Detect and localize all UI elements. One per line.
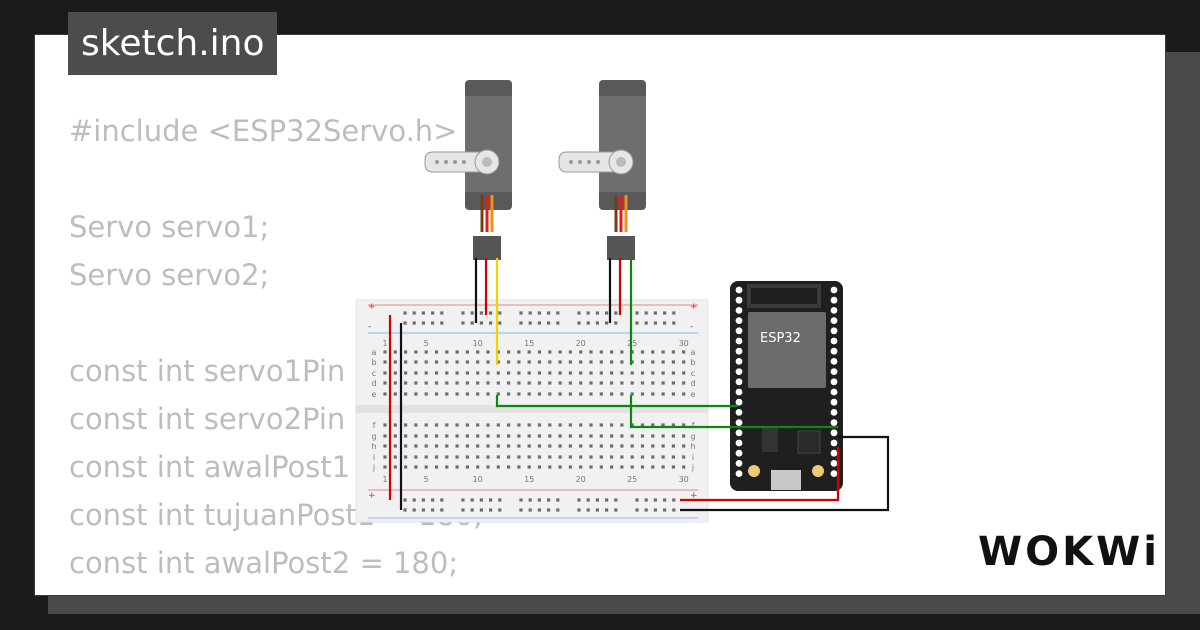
breadboard-row-label: a [691,348,696,357]
code-line: const int tujuanPost2 = 180; [69,587,483,595]
breadboard-row-label: j [372,463,375,472]
breadboard-row-label: b [690,358,695,367]
code-line: const int awalPost2 = 180; [69,546,459,580]
breadboard-row-label: c [372,369,376,378]
breadboard-row-label: g [371,432,376,441]
breadboard-column-label: 20 [576,339,586,348]
breadboard-row-label: i [373,453,375,462]
breadboard-row-label: d [371,379,376,388]
code-line: Servo servo1; [69,210,270,244]
breadboard-row-label: c [691,369,695,378]
breadboard-column-label: 30 [679,475,689,484]
breadboard-column-label: 15 [524,339,534,348]
rail-plus-top: + [368,302,376,312]
wire-signal1-to-esp [495,395,738,408]
wire-esp-gnd [680,435,890,512]
rail-minus-top: - [368,322,371,332]
esp32-chip-label: ESP32 [760,331,801,346]
servo-2[interactable] [558,80,646,260]
breadboard-row-label: f [692,421,695,430]
breadboard-row-label: h [690,442,695,451]
rail-plus-top-right: + [690,302,698,312]
code-line: Servo servo2; [69,258,270,292]
led-left [748,465,760,477]
breadboard-column-label: 25 [627,475,637,484]
breadboard-row-label: h [371,442,376,451]
code-line: #include <ESP32Servo.h> [69,114,458,148]
wokwi-logo: WOKWi [978,529,1160,575]
breadboard-column-label: 25 [627,339,637,348]
breadboard-column-label: 30 [679,339,689,348]
wire-signal2-to-esp [629,395,838,429]
breadboard-row-label: g [690,432,695,441]
breadboard-row-label: d [690,379,695,388]
breadboard-row-label: a [372,348,377,357]
breadboard-row-label: e [372,390,377,399]
breadboard-column-label: 10 [473,339,483,348]
breadboard-column-label: 1 [382,475,387,484]
breadboard-row-label: b [371,358,376,367]
breadboard-column-label: 20 [576,475,586,484]
esp32-board[interactable]: ESP32 [730,281,843,491]
rail-minus-top-right: - [690,322,693,332]
file-tab[interactable]: sketch.ino [68,12,278,75]
breadboard-row-label: j [691,463,694,472]
breadboard-row-label: f [373,421,376,430]
breadboard-column-label: 15 [524,475,534,484]
wires [388,258,890,512]
rail-plus-bottom-right: + [690,491,698,501]
breadboard-row-label: e [691,390,696,399]
servo-1[interactable] [424,80,512,260]
breadboard-column-label: 5 [424,475,429,484]
breadboard-column-label: 5 [424,339,429,348]
rail-plus-bottom: + [368,491,376,501]
wire-esp-vcc [680,447,840,502]
breadboard-column-label: 1 [382,339,387,348]
usb-port [771,470,801,490]
breadboard-column-label: 10 [473,475,483,484]
esp32-chip [748,312,826,388]
led-right [812,465,824,477]
breadboard-row-label: i [692,453,694,462]
